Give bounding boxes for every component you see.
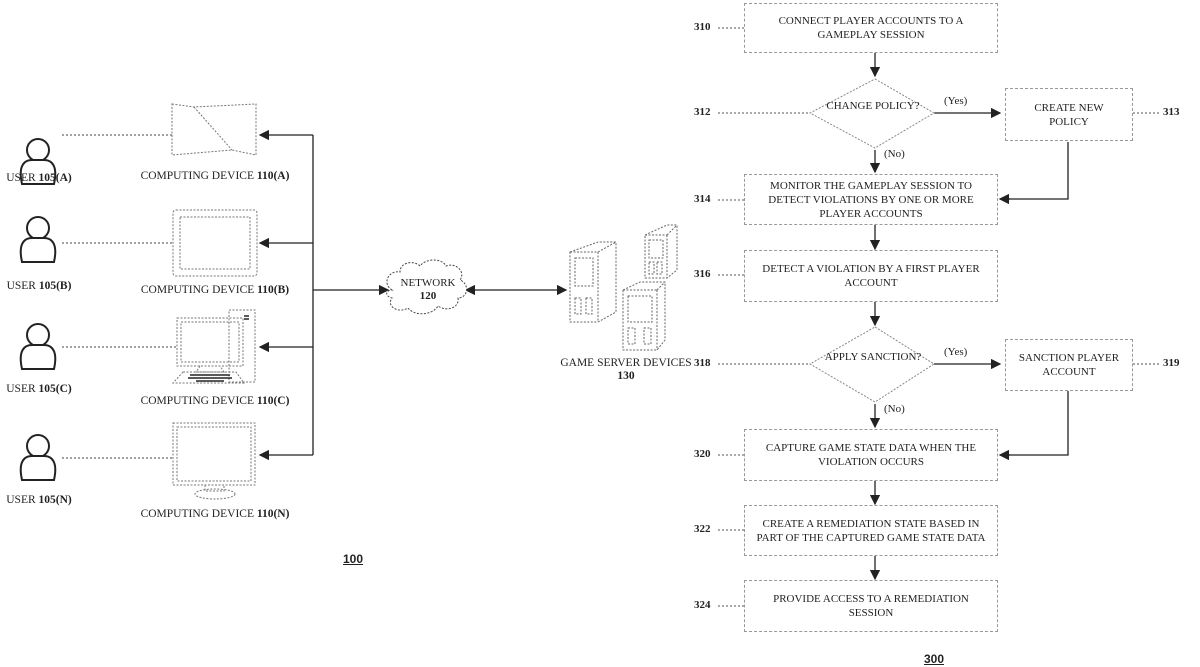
device-label-b: COMPUTING DEVICE 110(B)	[125, 284, 305, 297]
device-label-n: COMPUTING DEVICE 110(N)	[125, 508, 305, 521]
tablet-screen-icon	[173, 210, 257, 276]
no-label-318: (No)	[884, 403, 905, 415]
user-label-n: USER 105(N)	[4, 494, 74, 507]
device-label-a: COMPUTING DEVICE 110(A)	[125, 170, 305, 183]
ref-318: 318	[694, 357, 711, 369]
yes-label-318: (Yes)	[944, 346, 967, 358]
servers-name: GAME SERVER DEVICES	[536, 357, 716, 370]
step-313-box: CREATE NEW POLICY	[1005, 88, 1133, 141]
step-324-box: PROVIDE ACCESS TO A REMEDIATION SESSION	[744, 580, 998, 632]
step-322-box: CREATE A REMEDIATION STATE BASED IN PART…	[744, 505, 998, 556]
network-label: NETWORK120	[393, 277, 463, 303]
figure-number-300: 300	[924, 652, 944, 666]
yes-label-312: (Yes)	[944, 95, 967, 107]
ref-316: 316	[694, 268, 711, 280]
ref-319: 319	[1163, 357, 1180, 369]
ref-322: 322	[694, 523, 711, 535]
servers-label: GAME SERVER DEVICES130	[536, 357, 716, 383]
step-318-text: APPLY SANCTION?	[818, 350, 928, 364]
step-319-box: SANCTION PLAYER ACCOUNT	[1005, 339, 1133, 391]
figure-number-100: 100	[343, 552, 363, 566]
ref-320: 320	[694, 448, 711, 460]
network-name: NETWORK	[393, 277, 463, 290]
no-label-312: (No)	[884, 148, 905, 160]
user-label-c: USER 105(C)	[4, 383, 74, 396]
user-icon	[21, 324, 56, 369]
user-icon	[21, 435, 56, 480]
tablet-icon	[172, 104, 256, 155]
step-316-box: DETECT A VIOLATION BY A FIRST PLAYER ACC…	[744, 250, 998, 302]
ref-310: 310	[694, 21, 711, 33]
user-label-b: USER 105(B)	[4, 280, 74, 293]
step-314-box: MONITOR THE GAMEPLAY SESSION TO DETECT V…	[744, 174, 998, 225]
decision-diamond-312	[810, 79, 934, 148]
server-tower-icon	[645, 225, 677, 278]
ref-313: 313	[1163, 106, 1180, 118]
servers-ref: 130	[617, 370, 634, 382]
step-310-box: CONNECT PLAYER ACCOUNTS TO A GAMEPLAY SE…	[744, 3, 998, 53]
monitor-icon	[173, 423, 255, 499]
step-320-box: CAPTURE GAME STATE DATA WHEN THE VIOLATI…	[744, 429, 998, 481]
network-ref: 120	[420, 290, 437, 302]
server-tower-icon	[570, 242, 616, 322]
ref-324: 324	[694, 599, 711, 611]
decision-diamond-318	[810, 327, 934, 402]
user-icon	[21, 217, 56, 262]
device-label-c: COMPUTING DEVICE 110(C)	[125, 395, 305, 408]
ref-314: 314	[694, 193, 711, 205]
ref-312: 312	[694, 106, 711, 118]
user-label-a: USER 105(A)	[4, 172, 74, 185]
step-312-text: CHANGE POLICY?	[818, 99, 928, 113]
server-tower-icon	[623, 282, 665, 350]
desktop-computer-icon	[173, 310, 255, 383]
